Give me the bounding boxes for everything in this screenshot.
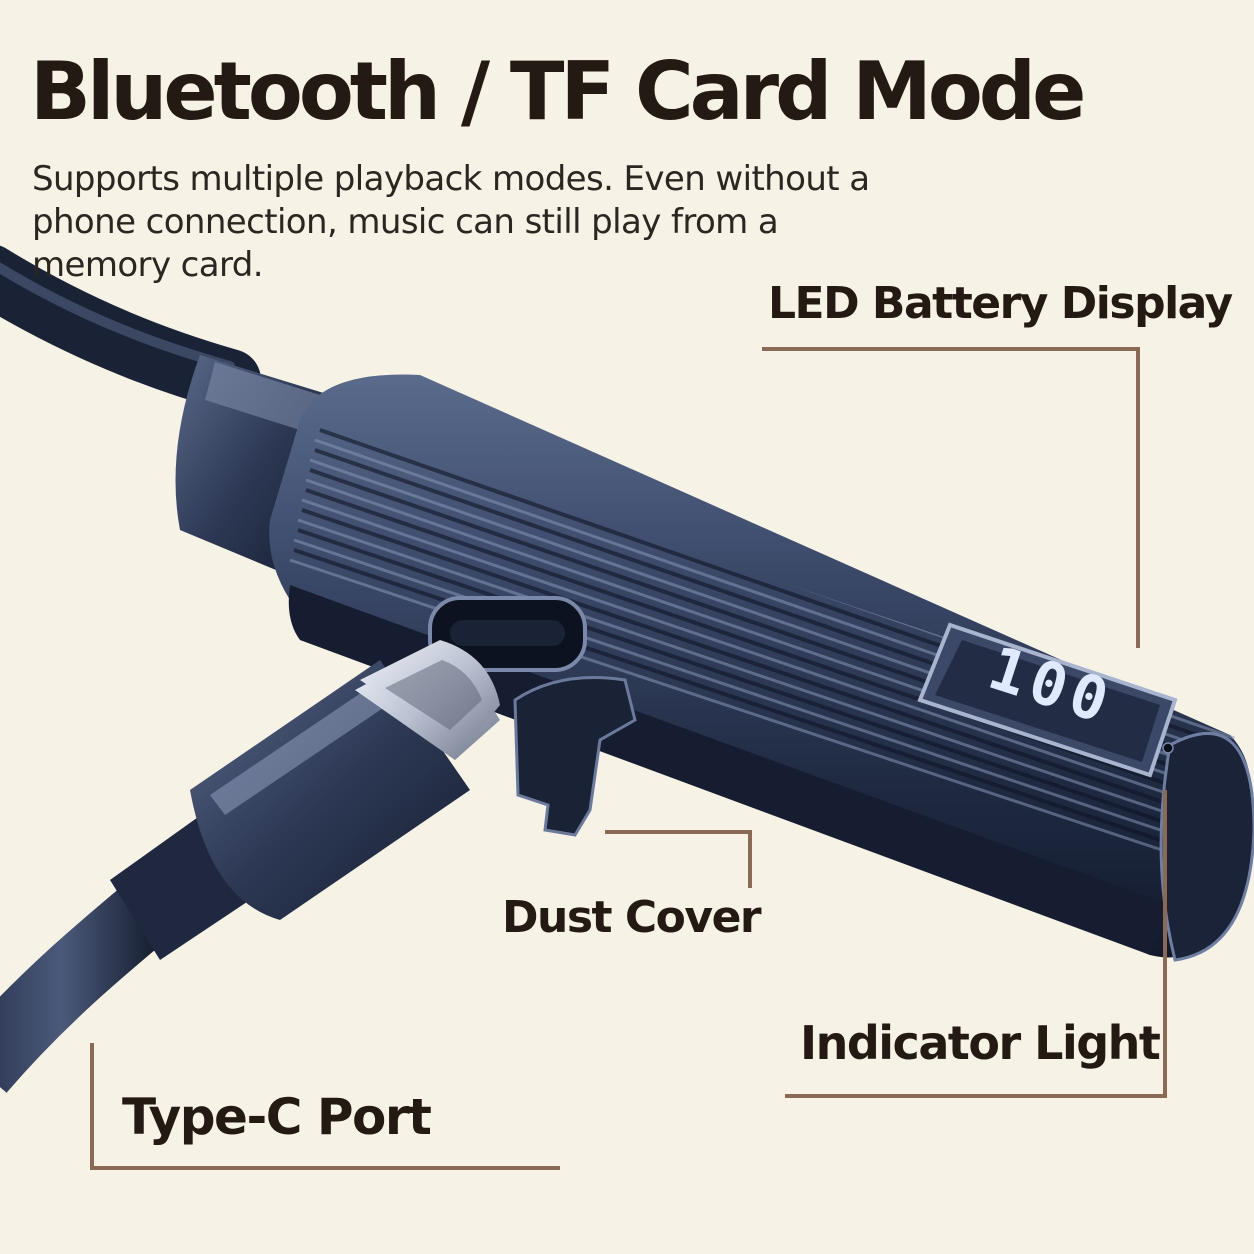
usb-c-cable — [0, 640, 500, 1093]
led-battery-display: 100 — [917, 622, 1178, 778]
usb-c-port-icon — [428, 596, 587, 672]
led-dot-icon — [1162, 742, 1174, 754]
callout-lines — [90, 347, 1167, 1170]
page-title: Bluetooth / TF Card Mode — [30, 45, 1086, 138]
label-type-c-port: Type-C Port — [122, 1088, 432, 1146]
device-body — [269, 374, 1254, 962]
label-dust-cover: Dust Cover — [502, 892, 762, 943]
callout-line-led — [762, 347, 1140, 648]
callout-line-typec — [90, 1043, 560, 1170]
callout-line-indicator — [785, 790, 1167, 1098]
page-subtitle: Supports multiple playback modes. Even w… — [32, 159, 870, 285]
label-led-battery-display: LED Battery Display — [768, 278, 1233, 329]
dust-cover — [513, 676, 637, 837]
label-indicator-light: Indicator Light — [800, 1016, 1161, 1070]
callout-line-dust — [605, 830, 752, 888]
